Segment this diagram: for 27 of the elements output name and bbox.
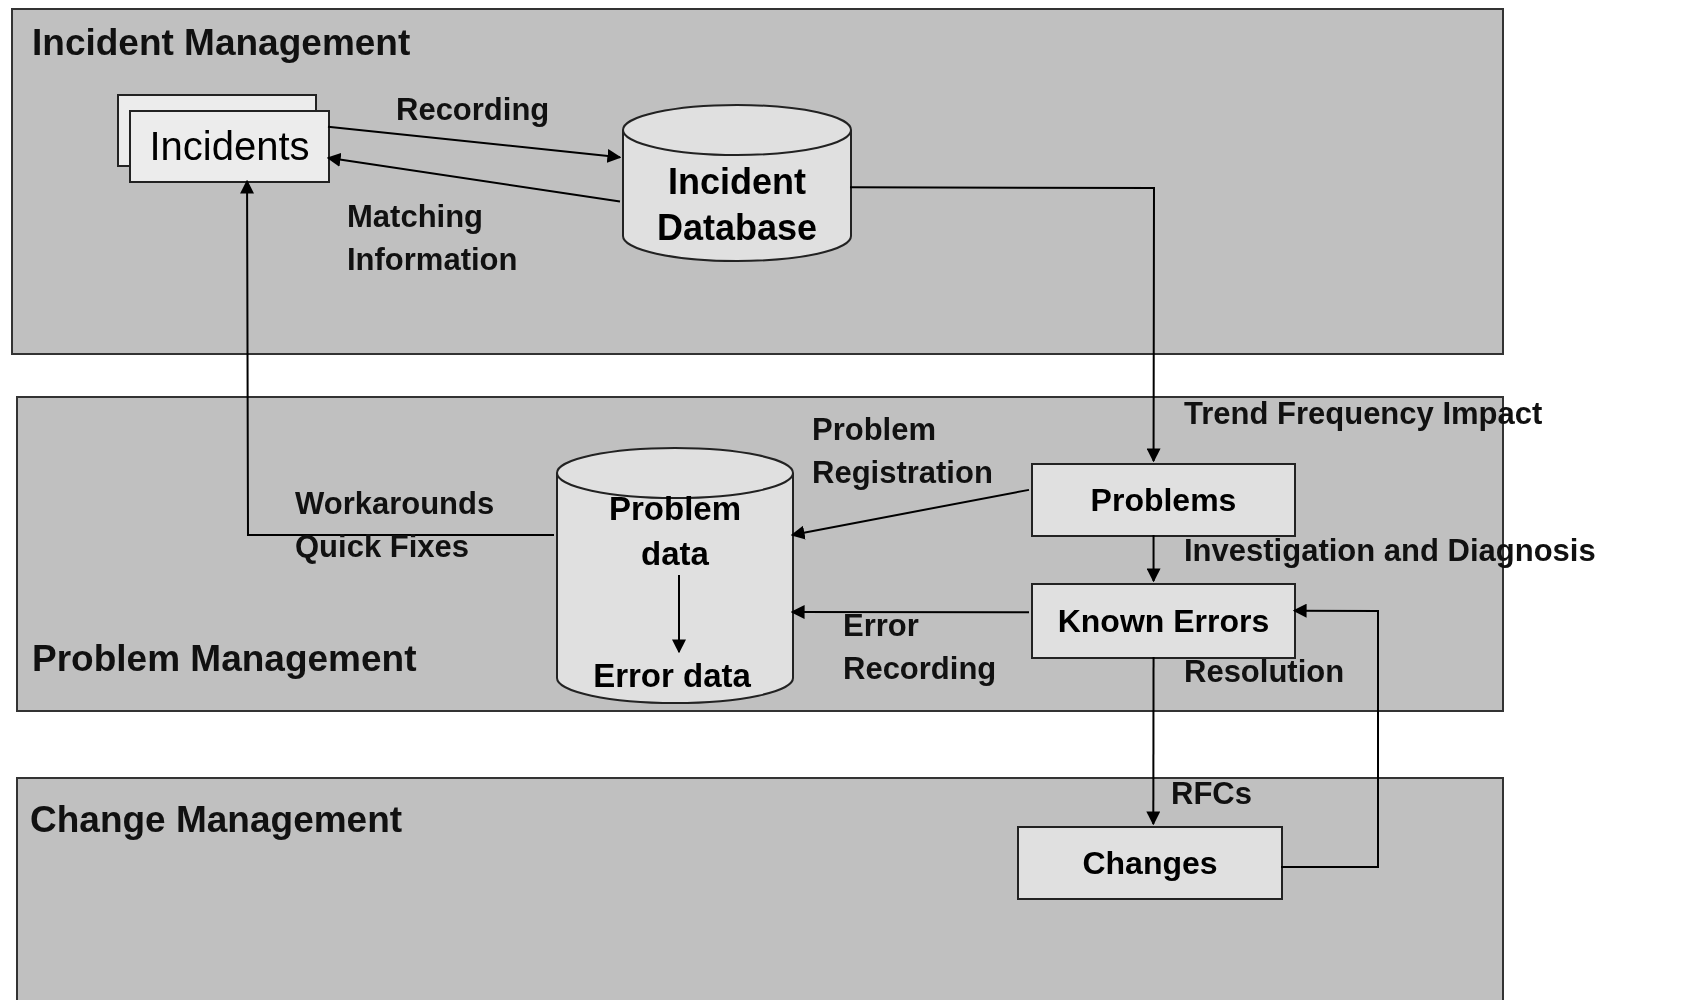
arrow (327, 125, 622, 163)
section-title: Problem Management (32, 638, 417, 680)
node-text: Problem data (600, 487, 750, 577)
edge-label: Recording (396, 91, 551, 129)
section-title: Change Management (30, 799, 403, 841)
edge-label: Error Recording (843, 607, 998, 689)
edge-label: Workarounds Quick Fixes (295, 485, 496, 567)
section-title: Incident Management (32, 22, 411, 64)
section-panel (11, 8, 1504, 355)
edge-label: RFCs (1171, 775, 1253, 813)
process-box: Problems (1031, 463, 1296, 537)
node-text: Error data (572, 654, 772, 700)
arrow (672, 574, 686, 654)
arrow (326, 152, 621, 203)
arrow (790, 488, 1030, 540)
arrow (790, 605, 1030, 620)
arrow (1146, 656, 1161, 826)
edge-label: Problem Registration (812, 411, 994, 493)
edge-label: Matching Information (347, 198, 519, 280)
arrow (1146, 534, 1161, 583)
arrow (849, 186, 1161, 463)
arrow (240, 179, 555, 536)
process-box: Known Errors (1031, 583, 1296, 659)
process-box: Changes (1017, 826, 1283, 900)
section-panel (16, 777, 1504, 1000)
arrow (1280, 603, 1379, 868)
database-cylinder: Incident Database (622, 104, 852, 262)
